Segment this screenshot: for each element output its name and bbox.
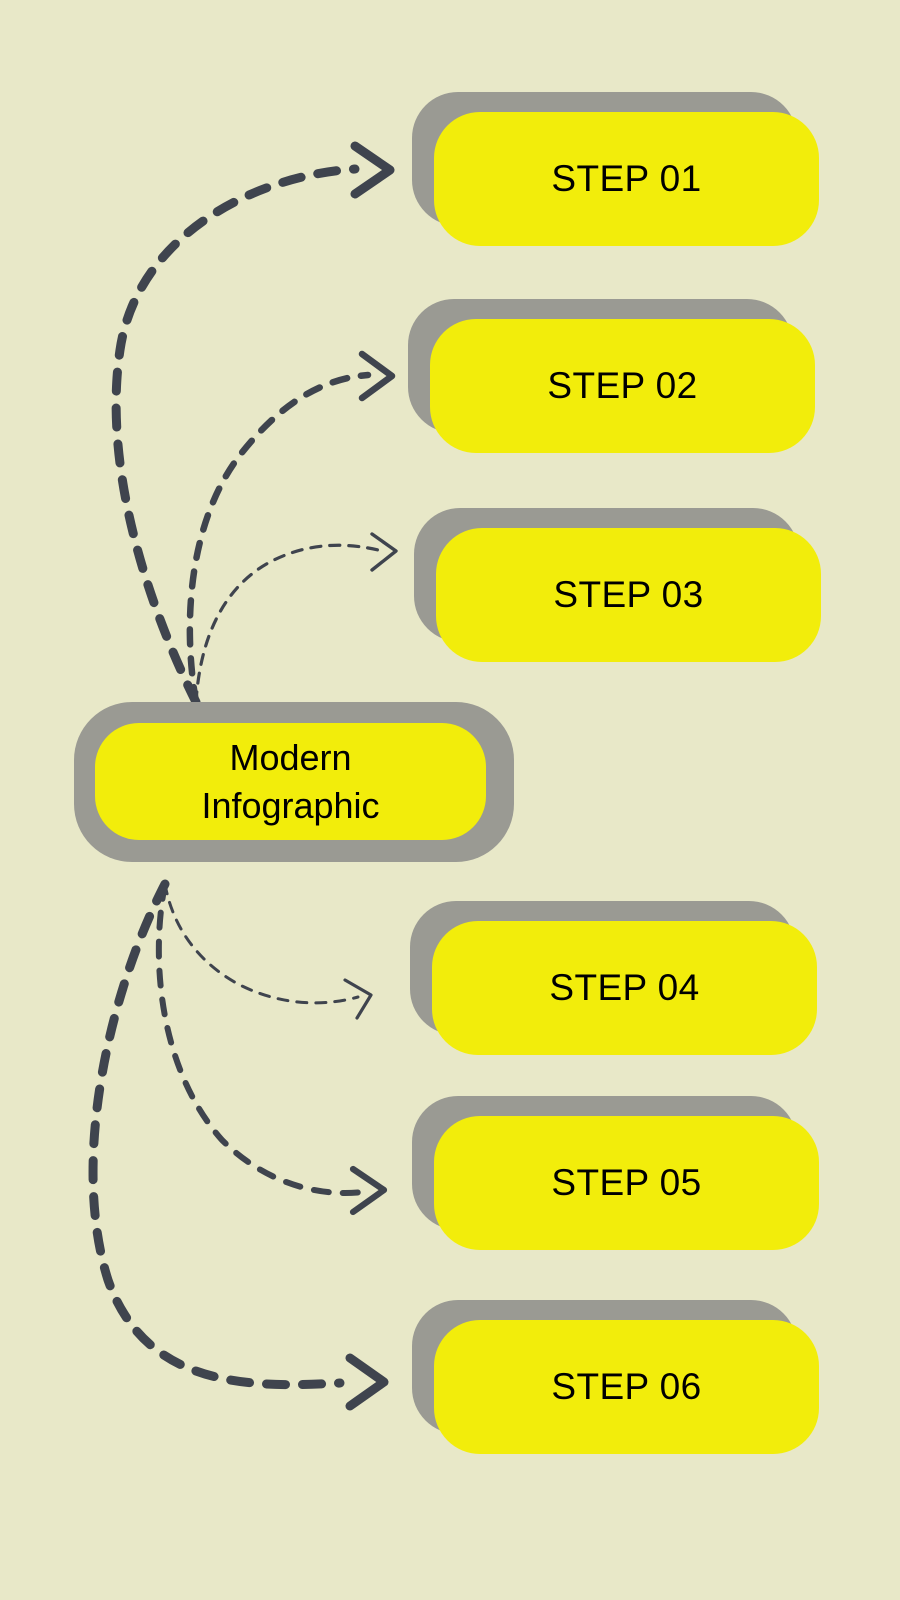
step-box-6-face[interactable]: STEP 06: [434, 1320, 819, 1454]
step-box-2-face[interactable]: STEP 02: [430, 319, 815, 453]
step-box-5-face[interactable]: STEP 05: [434, 1116, 819, 1250]
connector-to-step-02: [186, 350, 396, 706]
step-box-1[interactable]: STEP 01: [412, 92, 819, 246]
step-box-1-label: STEP 01: [551, 158, 702, 199]
step-box-3-label: STEP 03: [553, 574, 704, 615]
connector-to-step-04: [163, 882, 373, 1020]
center-node[interactable]: Modern Infographic: [74, 702, 514, 862]
step-box-5-label: STEP 05: [551, 1162, 702, 1203]
center-node-title: Modern Infographic: [201, 736, 380, 826]
connector-to-step-01: [111, 141, 395, 707]
step-box-3-face[interactable]: STEP 03: [436, 528, 821, 662]
connector-to-step-03: [194, 532, 398, 704]
step-box-1-face[interactable]: STEP 01: [434, 112, 819, 246]
step-box-2-label: STEP 02: [547, 365, 698, 406]
center-node-face[interactable]: Modern Infographic: [95, 723, 486, 840]
step-box-2[interactable]: STEP 02: [408, 299, 815, 453]
step-box-3[interactable]: STEP 03: [414, 508, 821, 662]
connector-to-step-06: [88, 879, 389, 1411]
step-box-6-label: STEP 06: [551, 1366, 702, 1407]
step-box-4-label: STEP 04: [549, 967, 700, 1008]
step-box-6[interactable]: STEP 06: [412, 1300, 819, 1454]
connector-to-step-05: [155, 881, 388, 1216]
step-box-4-face[interactable]: STEP 04: [432, 921, 817, 1055]
step-box-4[interactable]: STEP 04: [410, 901, 817, 1055]
step-box-5[interactable]: STEP 05: [412, 1096, 819, 1250]
